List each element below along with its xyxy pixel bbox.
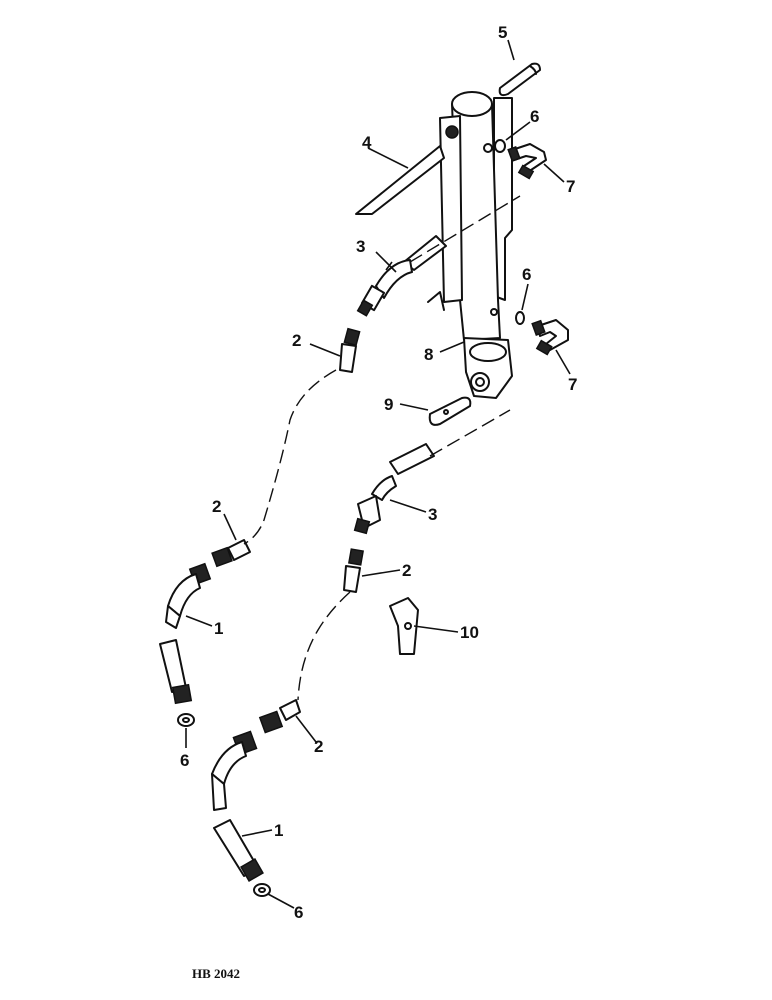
callout-labels: 5 6 4 7 3 6 2 8 7 9 2 3 2 1 10 6 2 1 6	[180, 23, 577, 922]
callout-6: 6	[530, 107, 539, 126]
part-6-washer-left	[177, 713, 195, 727]
callout-8: 8	[424, 345, 433, 364]
drawing-code: HB 2042	[192, 966, 240, 981]
callout-4: 4	[362, 133, 372, 152]
part-2-adapter-left	[211, 539, 251, 568]
part-2-adapter-mid	[343, 548, 364, 593]
part-4-bracket	[355, 145, 445, 311]
callout-3: 3	[428, 505, 437, 524]
part-2-adapter-upper	[339, 327, 361, 373]
part-10-clip	[389, 597, 419, 655]
part-9-pin	[428, 396, 472, 426]
part-7-elbow-upper	[507, 143, 547, 180]
callout-2: 2	[314, 737, 323, 756]
callout-5: 5	[498, 23, 507, 42]
part-3-hose-lower	[353, 443, 435, 535]
leader-lines	[185, 39, 571, 909]
part-5-pin	[498, 62, 541, 97]
part-1-hose-bottom	[211, 730, 264, 882]
callout-2: 2	[402, 561, 411, 580]
callout-7: 7	[566, 177, 575, 196]
part-7-elbow-lower	[531, 319, 569, 356]
callout-2: 2	[212, 497, 221, 516]
assembly-center-lines	[243, 195, 521, 701]
part-3-hose-upper	[356, 235, 447, 317]
callout-9: 9	[384, 395, 393, 414]
part-1-hose-left	[159, 562, 212, 705]
part-2-adapter-bottom	[258, 699, 301, 734]
bolt-head-icon	[445, 125, 459, 139]
callout-7: 7	[568, 375, 577, 394]
cylinder-top-cap	[451, 91, 493, 117]
callout-10: 10	[460, 623, 479, 642]
part-6-washer-bottom	[253, 883, 271, 897]
part-6-washer-upper	[494, 139, 525, 325]
callout-1: 1	[214, 619, 223, 638]
callout-6: 6	[294, 903, 303, 922]
callout-3: 3	[356, 237, 365, 256]
callout-6: 6	[180, 751, 189, 770]
callout-2: 2	[292, 331, 301, 350]
callout-6: 6	[522, 265, 531, 284]
callout-1: 1	[274, 821, 283, 840]
part-8-cylinder	[439, 91, 513, 399]
